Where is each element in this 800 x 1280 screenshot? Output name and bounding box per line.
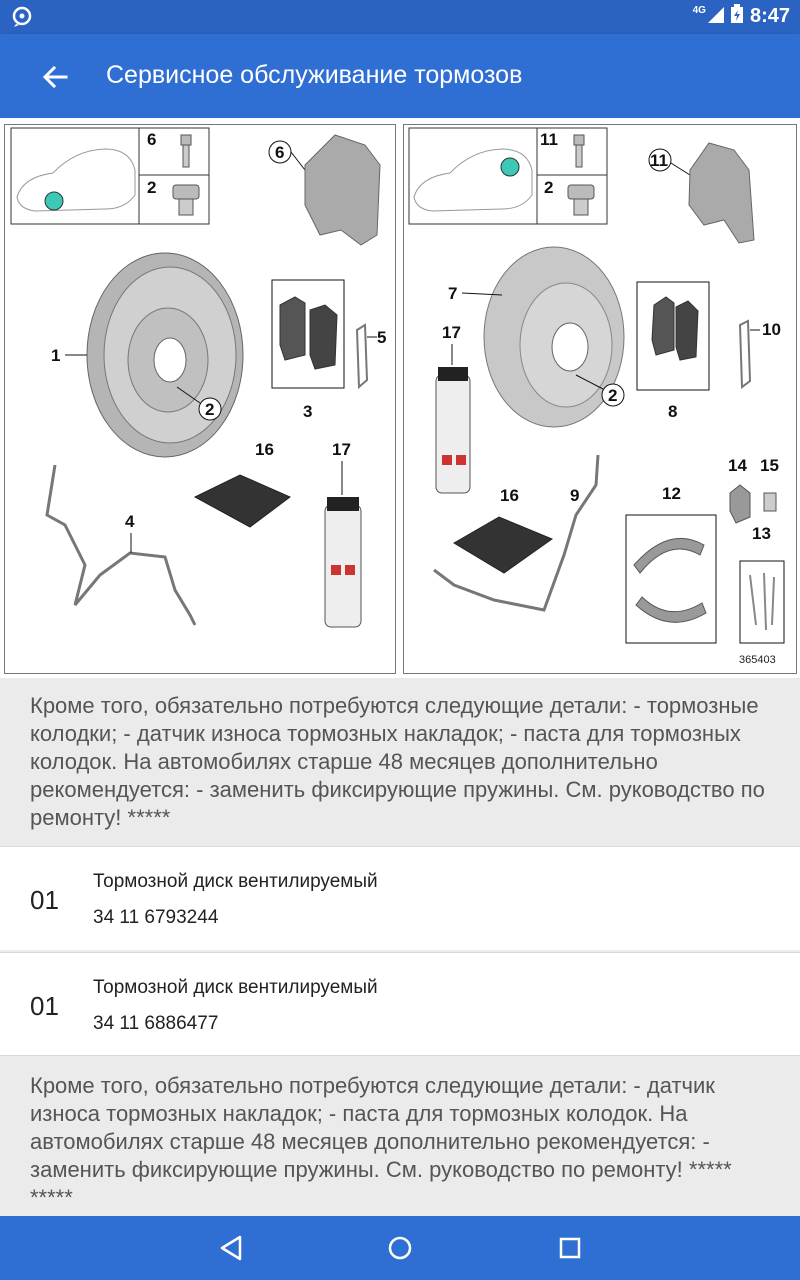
location-marker-icon xyxy=(500,157,520,177)
note-text: Кроме того, обязательно потребуются след… xyxy=(0,1058,800,1216)
grease-packet xyxy=(453,516,554,574)
label-13: 13 xyxy=(752,524,771,543)
part-number: 34 11 6793244 xyxy=(93,907,219,928)
parking-brake-shoes-frame xyxy=(625,514,717,644)
part-name: Тормозной диск вентилируемый xyxy=(93,871,378,892)
label-2-small: 2 xyxy=(147,178,156,197)
part-quantity: 01 xyxy=(30,991,59,1021)
label-6: 6 xyxy=(275,143,284,162)
label-2: 2 xyxy=(608,386,617,405)
notification-icon xyxy=(12,6,34,33)
spray-can xyxy=(435,374,471,494)
label-10: 10 xyxy=(762,320,781,339)
spray-can xyxy=(324,504,362,628)
label-16: 16 xyxy=(255,440,274,459)
label-11-small: 11 xyxy=(540,130,558,149)
parts-diagram: 6 2 6 1 2 3 xyxy=(0,118,800,678)
car-thumbnail-frame xyxy=(10,127,210,225)
part-quantity: 01 xyxy=(30,885,59,915)
part-name: Тормозной диск вентилируемый xyxy=(93,977,378,998)
navigation-bar xyxy=(0,1216,800,1280)
caliper-carrier xyxy=(688,142,755,244)
app-bar: Сервисное обслуживание тормозов xyxy=(0,34,800,118)
home-circle-icon[interactable] xyxy=(384,1232,416,1264)
label-11: 11 xyxy=(650,151,668,170)
list-item[interactable]: 01 Тормозной диск вентилируемый 34 11 68… xyxy=(0,952,800,1056)
label-17: 17 xyxy=(332,440,351,459)
car-outline xyxy=(16,148,136,212)
rear-axle-diagram[interactable]: 11 2 11 7 17 2 xyxy=(403,124,797,674)
system-icons: 4G 8:47 xyxy=(693,4,790,29)
recents-square-icon[interactable] xyxy=(554,1232,586,1264)
label-2-small: 2 xyxy=(544,178,553,197)
car-outline xyxy=(413,148,533,212)
part-number: 34 11 6886477 xyxy=(93,1013,219,1034)
wear-sensor xyxy=(45,464,197,626)
spring-kit-frame xyxy=(739,560,785,644)
network-type: 4G xyxy=(692,5,706,16)
grease-packet xyxy=(193,474,291,528)
signal-icon xyxy=(707,5,724,28)
battery-icon xyxy=(730,4,744,29)
label-16: 16 xyxy=(500,486,519,505)
list-item[interactable]: 01 Тормозной диск вентилируемый 34 11 67… xyxy=(0,846,800,950)
label-8: 8 xyxy=(668,402,677,421)
label-5: 5 xyxy=(377,328,386,347)
label-17: 17 xyxy=(442,323,461,342)
front-axle-diagram[interactable]: 6 2 6 1 2 3 xyxy=(4,124,396,674)
label-9: 9 xyxy=(570,486,579,505)
back-triangle-icon[interactable] xyxy=(216,1232,248,1264)
page-title: Сервисное обслуживание тормозов xyxy=(106,61,523,89)
image-code: 365403 xyxy=(739,654,776,666)
status-bar: 4G 8:47 xyxy=(0,0,800,34)
label-2: 2 xyxy=(205,400,214,419)
label-3: 3 xyxy=(303,402,312,421)
back-arrow-icon[interactable] xyxy=(40,62,70,92)
location-marker-icon xyxy=(44,191,64,211)
label-14: 14 xyxy=(728,456,747,475)
label-15: 15 xyxy=(760,456,779,475)
label-4: 4 xyxy=(125,512,135,531)
label-7: 7 xyxy=(448,284,457,303)
note-text: Кроме того, обязательно потребуются след… xyxy=(0,678,800,846)
caliper-carrier xyxy=(304,134,381,246)
label-1: 1 xyxy=(51,346,60,365)
label-12: 12 xyxy=(662,484,681,503)
label-6-small: 6 xyxy=(147,130,156,149)
wear-sensor xyxy=(433,454,600,612)
clock: 8:47 xyxy=(749,5,790,27)
